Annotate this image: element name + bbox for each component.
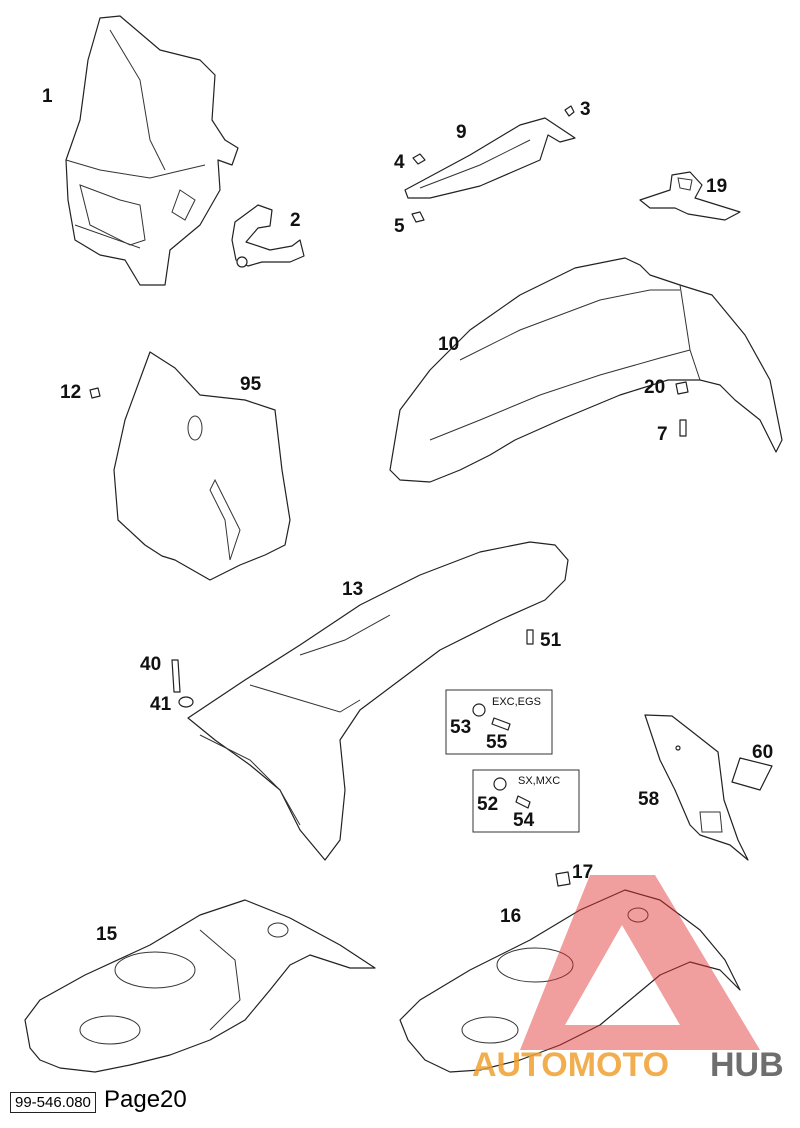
part-bar-pad: [404, 105, 576, 223]
part-nut-53: [472, 703, 486, 717]
part-nut-20: [675, 381, 689, 395]
callout-40: 40: [140, 654, 161, 675]
part-gasket-60: [731, 757, 773, 791]
callout-20: 20: [644, 377, 665, 398]
callout-17: 17: [572, 862, 593, 883]
variant-label-sx-mxc: SX,MXC: [518, 775, 560, 787]
callout-95: 95: [240, 374, 262, 395]
callout-16: 16: [500, 906, 521, 927]
part-number-plate: [113, 351, 291, 581]
callout-12: 12: [60, 382, 81, 403]
callout-41: 41: [150, 694, 172, 715]
callout-60: 60: [752, 742, 773, 763]
part-screw-54: [515, 795, 531, 809]
callout-58: 58: [638, 789, 659, 810]
document-code: 99-546.080: [10, 1092, 96, 1113]
part-tank-cover-left: [24, 899, 376, 1073]
page-footer: 99-546.080 Page20: [10, 1086, 187, 1113]
callout-5: 5: [394, 216, 405, 237]
callout-15: 15: [96, 924, 118, 945]
part-cover: [644, 714, 749, 861]
part-washer-41: [178, 696, 194, 708]
page-number: Page20: [104, 1086, 187, 1113]
callout-3: 3: [580, 99, 591, 120]
callout-10: 10: [438, 334, 459, 355]
callout-13: 13: [342, 579, 363, 600]
watermark: AUTOMOTO HUB: [472, 875, 784, 1084]
part-rear-fender: [187, 541, 569, 861]
callout-1: 1: [42, 86, 53, 107]
variant-label-exc-egs: EXC,EGS: [492, 696, 541, 708]
callout-51: 51: [540, 630, 562, 651]
callout-4: 4: [394, 152, 405, 173]
part-cap-17: [555, 871, 571, 887]
part-screw-12: [89, 387, 101, 399]
part-front-fender: [389, 257, 783, 483]
callout-55: 55: [486, 732, 508, 753]
part-screw-7: [679, 419, 687, 437]
part-bracket: [231, 204, 305, 268]
box-sx-mxc: [472, 769, 580, 833]
part-nut-52: [493, 777, 507, 791]
watermark-text-1: AUTOMOTO: [472, 1046, 669, 1084]
part-screw-55: [491, 717, 511, 731]
watermark-logo: [520, 875, 760, 1050]
callout-9: 9: [456, 122, 467, 143]
part-headlight-mask: [65, 15, 239, 286]
box-exc-egs: [445, 689, 553, 755]
watermark-text-2: HUB: [710, 1046, 784, 1084]
callout-53: 53: [450, 717, 471, 738]
callout-2: 2: [290, 210, 301, 231]
callout-52: 52: [477, 794, 498, 815]
part-screw-51: [526, 629, 534, 645]
callout-7: 7: [657, 424, 668, 445]
callout-19: 19: [706, 176, 727, 197]
part-tank-cover-right: [399, 889, 741, 1073]
part-bolt-40: [171, 659, 181, 693]
part-plate: [639, 171, 741, 221]
callout-54: 54: [513, 810, 535, 831]
